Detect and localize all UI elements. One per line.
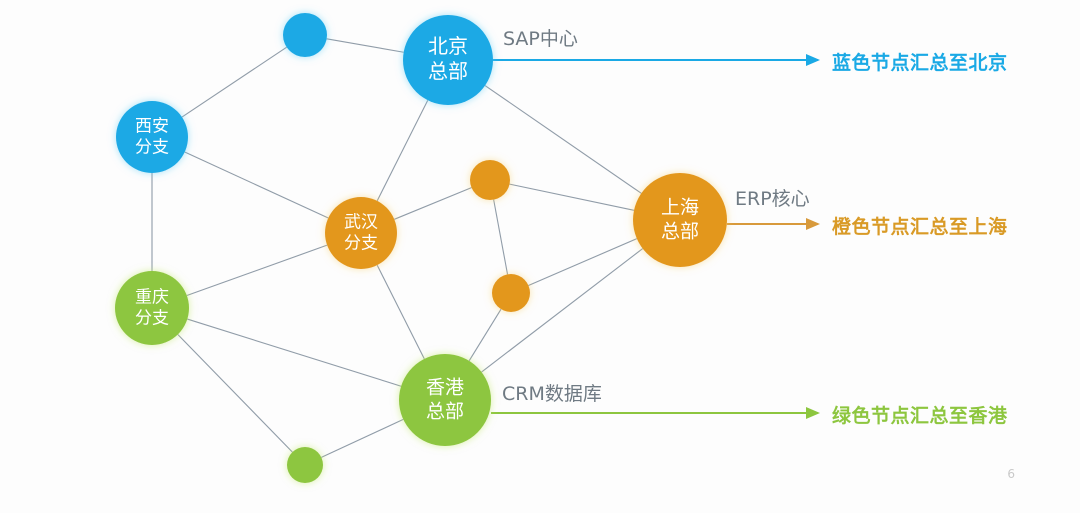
page-number: 6 (1007, 467, 1015, 481)
edges-layer (151, 38, 644, 458)
node-circle-orange-sat2[interactable] (492, 274, 530, 312)
node-circle-orange-sat1[interactable] (470, 160, 510, 200)
flow-green-legend: 绿色节点汇总至香港 (832, 405, 1008, 427)
node-circle-xian[interactable] (116, 101, 188, 173)
edge-chongqing-to-green-sat (177, 334, 293, 453)
edge-wuhan-to-hongkong (376, 264, 425, 360)
edge-hongkong-to-orange-sat2 (468, 308, 502, 362)
node-circle-shanghai[interactable] (633, 173, 727, 267)
node-circle-hongkong[interactable] (399, 354, 491, 446)
node-circle-green-sat[interactable] (287, 447, 323, 483)
edge-hongkong-to-shanghai (481, 248, 644, 373)
edge-chongqing-to-hongkong (187, 318, 402, 387)
edge-wuhan-to-orange-sat1 (394, 187, 472, 220)
node-orange-sat2[interactable] (492, 274, 530, 312)
edge-xian-to-wuhan (184, 151, 329, 219)
node-circle-beijing[interactable] (403, 15, 493, 105)
node-orange-sat1[interactable] (470, 160, 510, 200)
edge-chongqing-to-wuhan (186, 244, 328, 297)
node-circle-blue-sat[interactable] (283, 13, 327, 57)
node-blue-sat[interactable] (283, 13, 327, 57)
edge-orange-sat1-to-orange-sat2 (493, 199, 509, 275)
node-green-sat[interactable] (287, 447, 323, 483)
node-circle-chongqing[interactable] (115, 271, 189, 345)
edge-green-sat-to-hongkong (321, 418, 404, 458)
flow-orange-legend: 橙色节点汇总至上海 (832, 216, 1008, 238)
node-circle-wuhan[interactable] (325, 197, 397, 269)
edge-blue-sat-to-beijing (326, 38, 404, 53)
edge-beijing-to-wuhan (376, 99, 429, 202)
connection-captions-layer: SAP中心 ERP核心 CRM数据库 (502, 28, 810, 405)
flow-blue-caption: SAP中心 (503, 28, 578, 50)
edge-orange-sat2-to-shanghai (528, 238, 638, 286)
edge-xian-to-blue-sat (181, 46, 287, 118)
flow-arrows-layer (491, 54, 820, 419)
edge-beijing-to-shanghai (484, 85, 642, 194)
edge-orange-sat1-to-shanghai (509, 183, 635, 211)
flow-orange-caption: ERP核心 (735, 188, 810, 210)
flow-green-caption: CRM数据库 (502, 383, 602, 405)
flow-blue-legend: 蓝色节点汇总至北京 (832, 52, 1008, 74)
